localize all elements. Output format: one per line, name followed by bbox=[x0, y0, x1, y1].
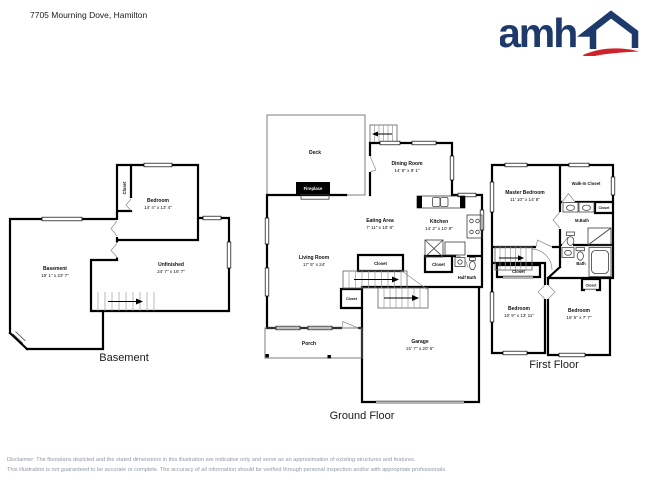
kitchen-sink bbox=[432, 197, 441, 207]
first-floorplan: Master Bedroom 11' 10" x 14' 8" Walk-In … bbox=[489, 157, 617, 375]
room-dims-bedroom: 14' 4" x 13' 4" bbox=[144, 205, 172, 210]
amh-logo-text: amh bbox=[500, 10, 576, 56]
mbath-toilet bbox=[566, 231, 575, 246]
fireplace-label: Fireplace bbox=[304, 186, 323, 191]
room-dims-bedroom-right: 16' 5" x 7' 7" bbox=[566, 315, 592, 320]
room-label-half-bath: Half Bath bbox=[458, 275, 477, 280]
room-dims-dining: 14' 8" x 9' 1" bbox=[394, 168, 420, 173]
room-dims-kitchen: 14' 2" x 10' 8" bbox=[425, 226, 453, 231]
bathtub bbox=[588, 247, 612, 277]
room-label-eating: Eating Area bbox=[366, 218, 394, 224]
room-label-living: Living Room bbox=[299, 255, 330, 261]
porch-outline bbox=[264, 327, 363, 359]
bath-toilet bbox=[575, 247, 585, 261]
room-dims-bedroom-left: 10' 9" x 13' 11" bbox=[504, 313, 534, 318]
half-bath-fixtures bbox=[454, 257, 476, 271]
basement-walls bbox=[8, 162, 232, 351]
disclaimer: Disclaimer: The floorplans depicted and … bbox=[7, 456, 647, 475]
basement-stairs bbox=[97, 292, 155, 311]
floor-label-first: First Floor bbox=[529, 359, 579, 371]
room-label-porch: Porch bbox=[302, 341, 316, 347]
room-label-basement: Basement bbox=[43, 266, 67, 272]
floor-label-ground: Ground Floor bbox=[330, 410, 395, 422]
room-label-bedroom-right: Bedroom bbox=[568, 308, 591, 314]
stairs-arrow bbox=[136, 298, 143, 305]
deck-outline bbox=[266, 114, 398, 196]
room-label-bedroom: Bedroom bbox=[147, 198, 170, 204]
disclaimer-line2: This illustration is not guaranteed to b… bbox=[7, 466, 447, 473]
master-bath-fixtures bbox=[562, 202, 612, 246]
shower bbox=[587, 227, 612, 246]
room-label-closet-left: Closet bbox=[346, 297, 358, 301]
room-label-unfinished: Unfinished bbox=[158, 262, 184, 268]
ground-walls bbox=[264, 140, 485, 404]
basement-floorplan: Closet Bedroom 14' 4" x 13' 4" Basement … bbox=[8, 150, 236, 378]
kitchen-counter bbox=[416, 195, 483, 258]
property-address: 7705 Mourning Dove, Hamilton bbox=[30, 10, 148, 20]
room-label-bedroom-left: Bedroom bbox=[508, 306, 531, 312]
room-label-bath: Bath bbox=[576, 261, 586, 266]
amh-house-icon bbox=[577, 10, 639, 59]
deck-stairs-arrow bbox=[372, 131, 378, 137]
room-label-dining: Dining Room bbox=[391, 161, 423, 167]
room-label-closet-right: Closet bbox=[586, 284, 598, 288]
room-dims-unfinished: 24' 7" x 16' 7" bbox=[157, 269, 185, 274]
room-label-closet-left: Closet bbox=[512, 269, 525, 274]
room-label-master: Master Bedroom bbox=[505, 190, 545, 196]
room-label-closet-center: Closet bbox=[374, 261, 387, 266]
room-dims-garage: 21' 7" x 20' 5" bbox=[406, 346, 434, 351]
ground-floorplan: Fireplace bbox=[256, 104, 492, 440]
room-dims-master: 11' 10" x 14' 8" bbox=[510, 197, 540, 202]
first-stairs bbox=[494, 246, 553, 271]
amh-logo: amh bbox=[498, 10, 642, 59]
room-label-kitchen: Kitchen bbox=[430, 219, 448, 225]
room-dims-basement: 19' 1" x 23' 7" bbox=[41, 273, 69, 278]
ground-stairs bbox=[342, 270, 429, 309]
kitchen-island bbox=[424, 239, 466, 258]
stove-burners bbox=[469, 218, 480, 235]
bath-fixtures bbox=[561, 247, 612, 277]
room-label-closet-top: Closet bbox=[599, 206, 611, 210]
room-label-deck: Deck bbox=[309, 150, 321, 156]
room-label-walkin: Walk-In Closet bbox=[572, 181, 601, 186]
room-dims-eating: 7' 11" x 10' 8" bbox=[366, 225, 394, 230]
room-label-basement-closet: Closet bbox=[122, 181, 127, 194]
room-label-mbath: M.Bath bbox=[575, 218, 589, 223]
room-dims-living: 17' 5" x 24' bbox=[303, 262, 325, 267]
floor-label-basement: Basement bbox=[99, 352, 149, 364]
fireplace: Fireplace bbox=[296, 182, 330, 200]
half-bath-toilet bbox=[469, 257, 476, 271]
disclaimer-line1: Disclaimer: The floorplans depicted and … bbox=[7, 457, 416, 463]
room-label-garage: Garage bbox=[411, 339, 428, 345]
room-label-closet-right: Closet bbox=[432, 262, 445, 267]
